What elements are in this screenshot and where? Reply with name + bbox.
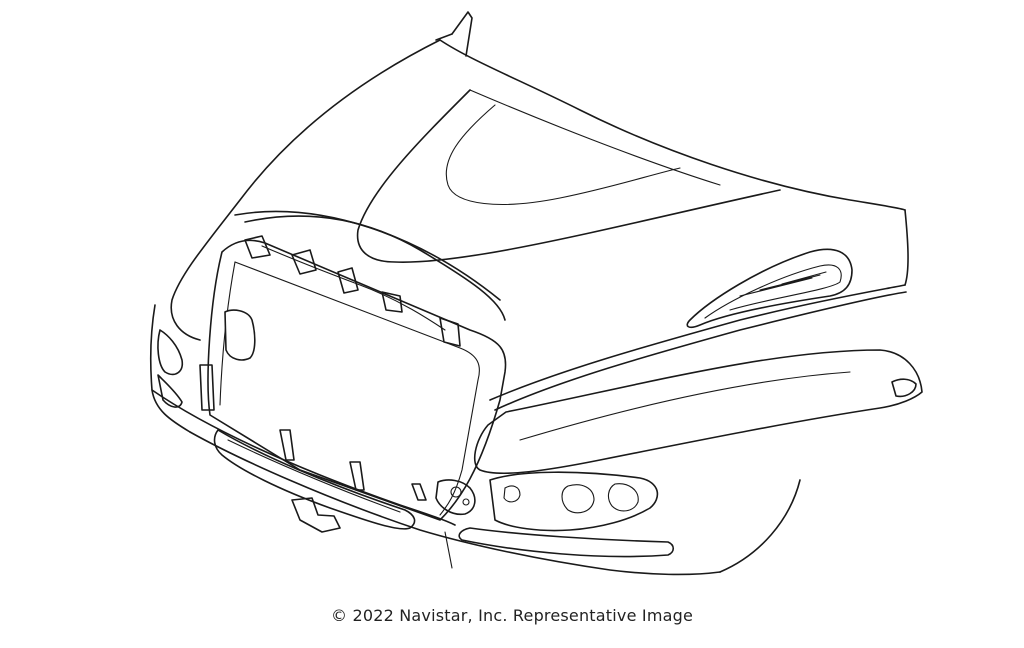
bumper-fascia — [149, 304, 801, 576]
hood-assembly-line-drawing — [149, 11, 923, 576]
hood-shell — [170, 11, 909, 341]
right-fender — [435, 248, 923, 532]
grille-frame — [199, 235, 507, 521]
copyright-caption: © 2022 Navistar, Inc. Representative Ima… — [330, 606, 694, 625]
